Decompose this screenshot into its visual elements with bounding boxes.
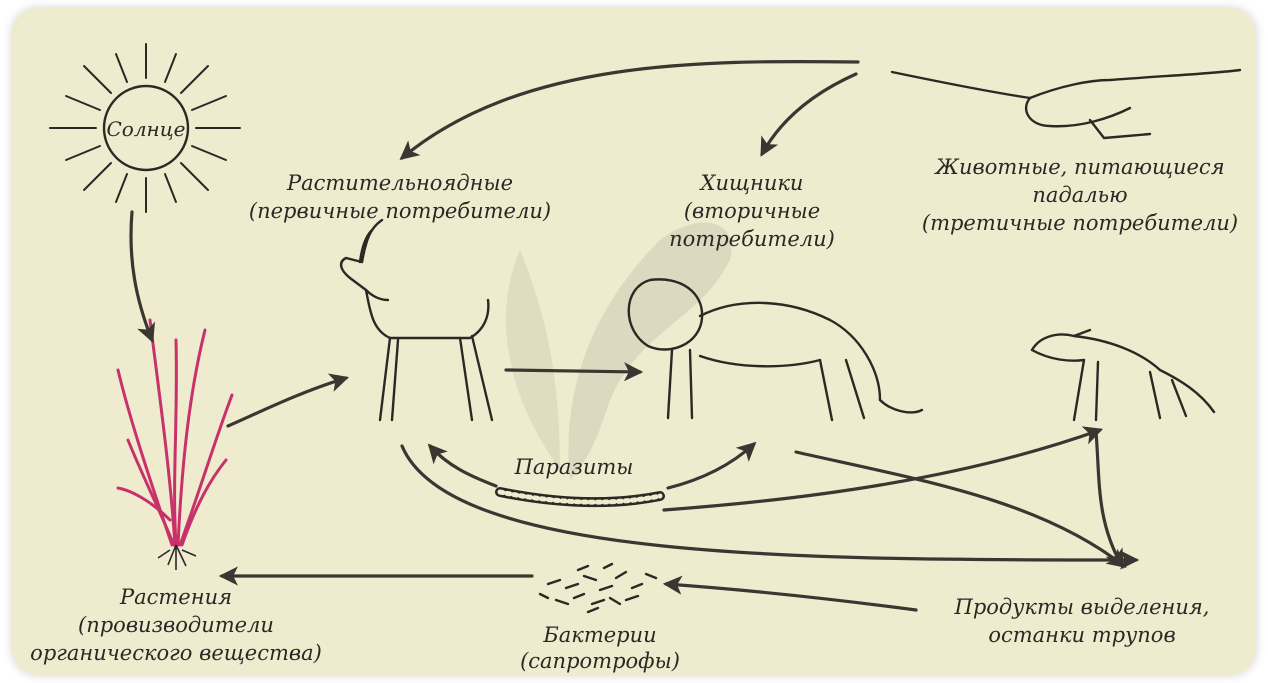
arrow-remains-to-bacteria [666,584,916,610]
sun-label: Солнце [106,117,185,141]
herbivores-label-line2: (первичные потребители) [249,199,551,223]
arrow-plant-to-herbivore [228,378,346,426]
arrow-scavenger-to-predator [762,74,856,154]
plant-icon [118,320,232,545]
arrow-scavenger-to-herbivore [402,62,858,158]
predators-label-line2: (вторичные [684,199,820,223]
bacteria-label-line1: Бактерии [542,623,656,647]
arrow-parasite-to-herbivore [430,446,496,486]
bacteria-icon [540,564,656,612]
arrow-herbivore-to-remains [402,446,1136,560]
diagram-paper: Солнце [12,8,1256,675]
predators-label-line3: потребители) [669,227,835,251]
label-scavengers: Животные, питающиеся падалью (третичные … [922,155,1238,235]
remains-label-line2: останки трупов [988,623,1175,647]
label-predators: Хищники (вторичные потребители) [669,171,835,251]
fox-icon [1032,330,1214,420]
eagle-icon [892,70,1240,138]
gazelle-icon [341,220,492,420]
remains-label-line1: Продукты выделения, [954,595,1210,619]
scavengers-label-line3: (третичные потребители) [922,211,1238,235]
predators-label-line1: Хищники [699,171,804,195]
parasite-worm-icon [500,492,660,502]
label-plants: Растения (провизводители органического в… [30,585,322,665]
arrow-parasite-to-predator [668,444,754,488]
scavengers-label-line2: падалью [1032,183,1127,207]
food-chain-diagram: Солнце [12,8,1256,675]
parasites-label: Паразиты [514,455,634,479]
label-herbivores: Растительноядные (первичные потребители) [249,171,551,223]
arrow-herbivore-to-predator [506,370,640,372]
scavengers-label-line1: Животные, питающиеся [933,155,1224,179]
arrow-fox-to-remains [1096,432,1122,566]
watermark [506,223,732,480]
bacteria-label-line2: (сапротрофы) [520,649,680,673]
plants-label-line1: Растения [119,585,232,609]
plants-label-line2: (провизводители [78,613,274,637]
plants-label-line3: органического вещества) [30,641,322,665]
label-bacteria: Бактерии (сапротрофы) [520,623,680,673]
label-remains: Продукты выделения, останки трупов [954,595,1210,647]
herbivores-label-line1: Растительноядные [286,171,513,195]
plant-roots [158,545,196,570]
